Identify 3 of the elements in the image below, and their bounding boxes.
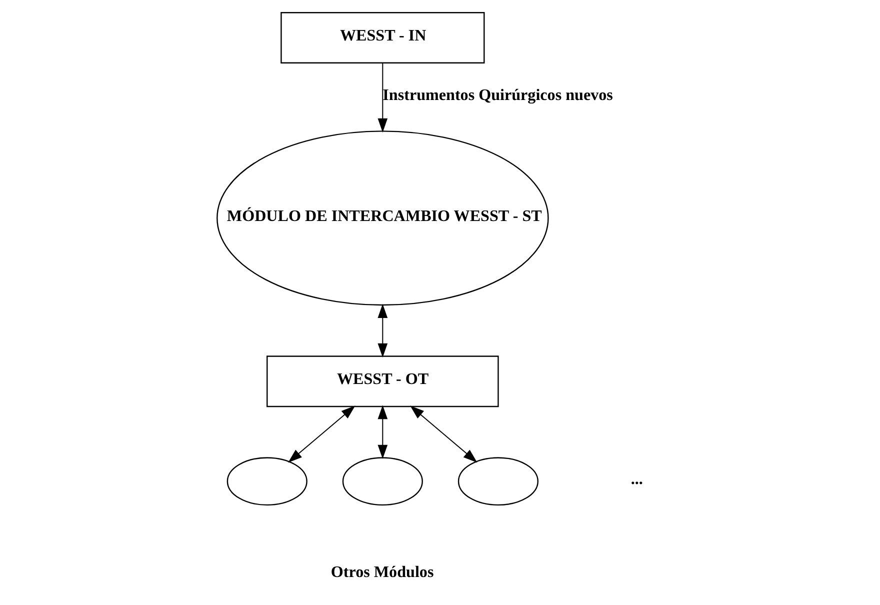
label: ... [630, 471, 642, 488]
label: Otros Módulos [330, 564, 434, 582]
edge-label: Instrumentos Quirúrgicos nuevos [382, 86, 612, 104]
